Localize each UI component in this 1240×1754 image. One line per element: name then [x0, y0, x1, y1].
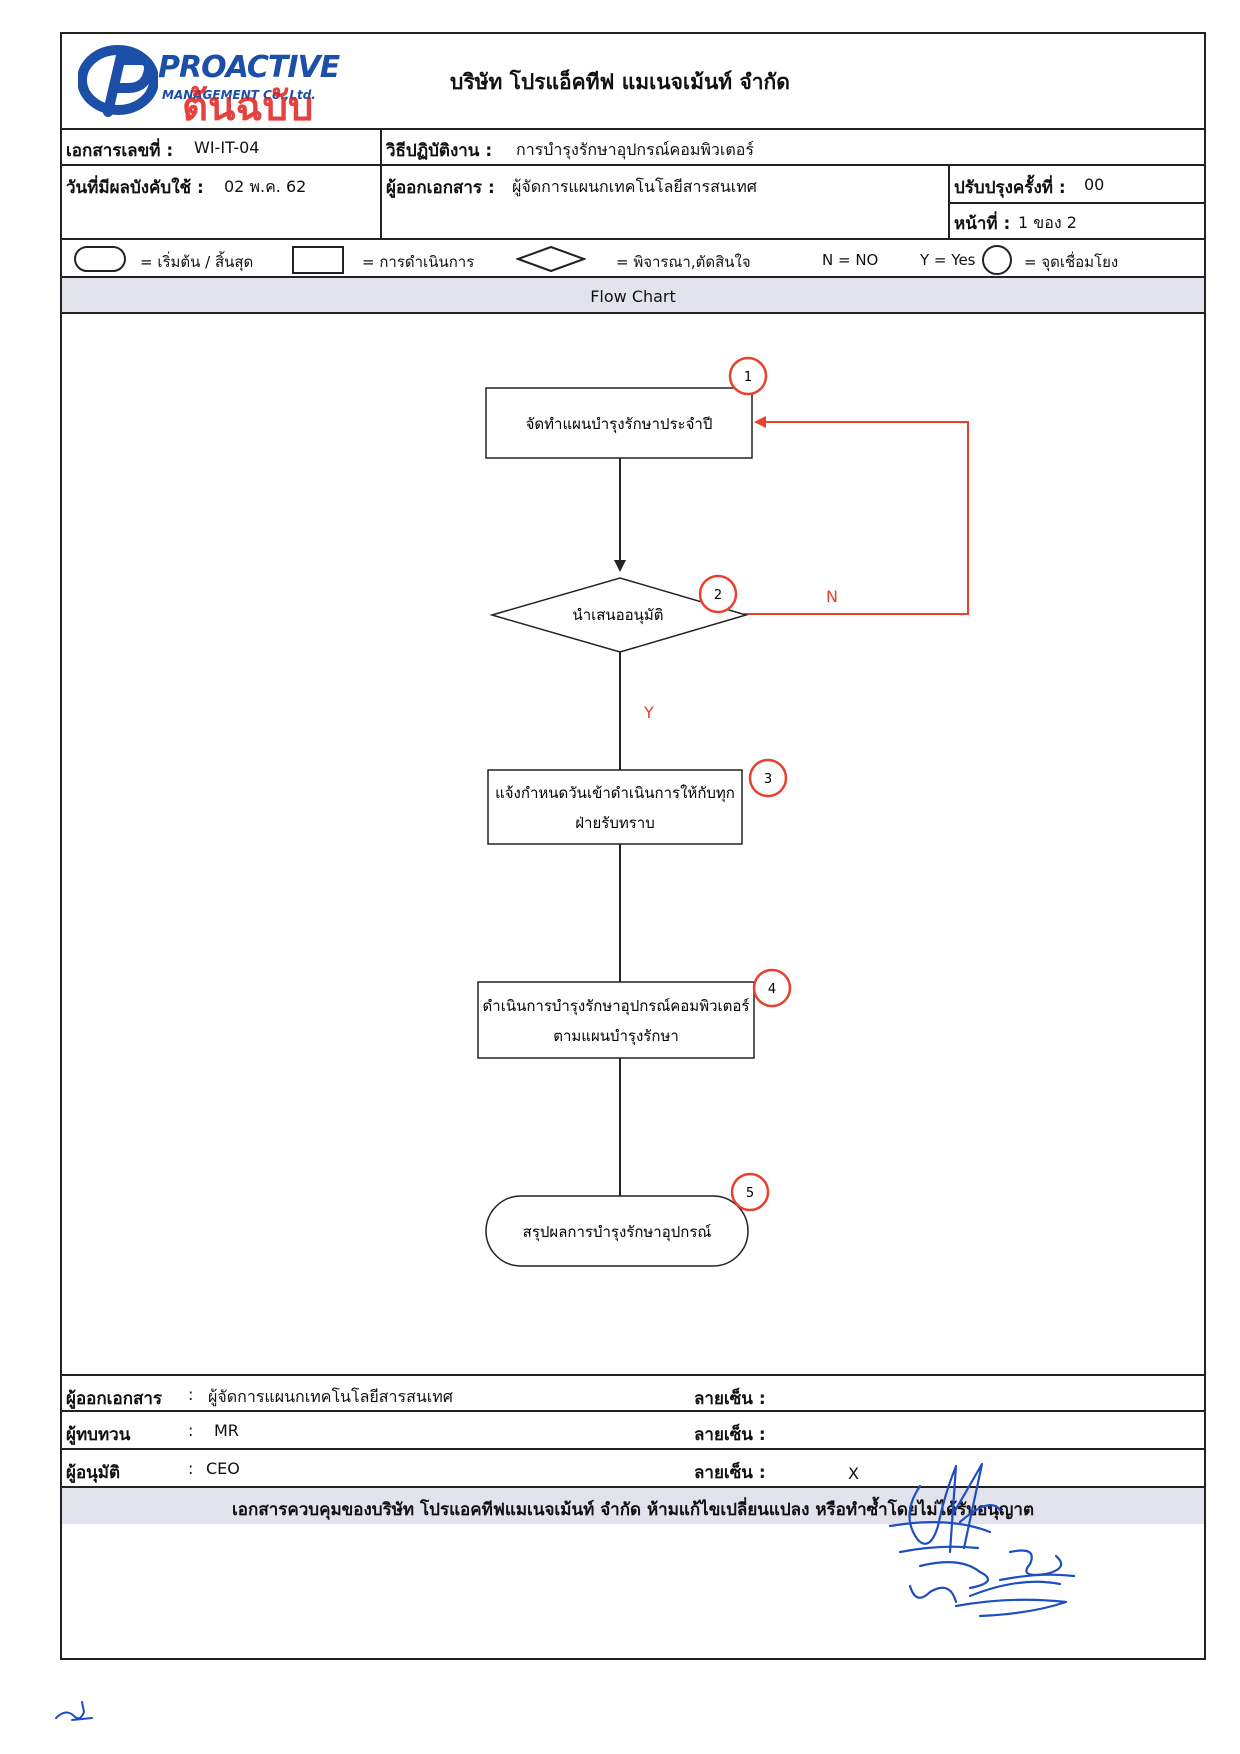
legend-no: N = NO	[822, 251, 879, 269]
step-4-number: 4	[768, 982, 776, 997]
logo-subtext: MANAGEMENT Co.,Ltd.	[162, 88, 316, 102]
signature-row-approver: ผู้อนุมัติ : CEO ลายเซ็น : X	[62, 1450, 1204, 1488]
sig-issuer-label: ผู้ออกเอกสาร	[66, 1389, 163, 1409]
loop-back-no	[744, 416, 969, 615]
flow-step-3: แจ้งกำหนดวันเข้าดำเนินการให้กับทุก ฝ่ายร…	[487, 758, 788, 845]
section-title: Flow Chart	[590, 287, 676, 306]
connector-shape-icon	[982, 245, 1012, 275]
procedure-value: การบำรุงรักษาอุปกรณ์คอมพิวเตอร์	[516, 140, 754, 159]
sig-approver-value: CEO	[206, 1459, 240, 1478]
reviewer-signature	[898, 1545, 1063, 1590]
sig-issuer-colon: :	[188, 1385, 194, 1404]
sig-issuer-value: ผู้จัดการแผนกเทคโนโลยีสารสนเทศ	[208, 1387, 453, 1406]
sig-reviewer-colon: :	[188, 1421, 194, 1440]
logo-text: PROACTIVE	[158, 50, 340, 85]
legend-yes: Y = Yes	[920, 251, 976, 269]
footer-band: เอกสารควบคุมของบริษัท โปรแอคทีฟแมเนจเม้น…	[62, 1488, 1204, 1524]
handwritten-signatures	[888, 1462, 1076, 1618]
terminator-shape-icon	[74, 246, 126, 272]
revision-value: 00	[1084, 175, 1105, 194]
step-5-text: สรุปผลการบำรุงรักษาอุปกรณ์	[523, 1223, 712, 1242]
signature-row-issuer: ผู้ออกเอกสาร : ผู้จัดการแผนกเทคโนโลยีสาร…	[62, 1374, 1204, 1412]
page-label: หน้าที่ :	[954, 214, 1011, 234]
revision-divider	[948, 202, 1204, 204]
company-logo: PROACTIVE MANAGEMENT Co.,Ltd. ต้นฉบับ	[74, 40, 374, 130]
sig-reviewer-value: MR	[214, 1421, 239, 1440]
legend-process: = การดำเนินการ	[362, 253, 475, 271]
step-5-number: 5	[746, 1186, 754, 1201]
flowchart: จัดทำแผนบำรุงรักษาประจำปี 1 นำเสนออนุมัต…	[477, 356, 969, 1267]
doc-no-label: เอกสารเลขที่ :	[66, 141, 174, 161]
sig-approver-sign-label: ลายเซ็น :	[694, 1463, 766, 1483]
flow-step-1: จัดทำแผนบำรุงรักษาประจำปี 1	[485, 356, 768, 459]
effective-date-value: 02 พ.ค. 62	[224, 177, 307, 196]
doc-no-value: WI-IT-04	[194, 138, 260, 157]
process-shape-icon	[292, 246, 344, 274]
original-stamp: ต้นฉบับ	[182, 84, 314, 130]
sig-reviewer-sign-label: ลายเซ็น :	[694, 1425, 766, 1445]
flow-step-5: สรุปผลการบำรุงรักษาอุปกรณ์ 5	[485, 1172, 770, 1267]
sig-approver-colon: :	[188, 1459, 194, 1478]
step-4-line-2: ตามแผนบำรุงรักษา	[553, 1027, 679, 1046]
step-1-text: จัดทำแผนบำรุงรักษาประจำปี	[526, 415, 713, 434]
label-yes: Y	[643, 703, 654, 722]
signature-row-reviewer: ผู้ทบทวน : MR ลายเซ็น :	[62, 1412, 1204, 1450]
step-1-number: 1	[744, 370, 752, 385]
header-row: PROACTIVE MANAGEMENT Co.,Ltd. ต้นฉบับ บร…	[62, 34, 1204, 130]
sig-issuer-sign-label: ลายเซ็น :	[694, 1389, 766, 1409]
flow-step-4: ดำเนินการบำรุงรักษาอุปกรณ์คอมพิวเตอร์ ตา…	[477, 968, 792, 1059]
document-frame: PROACTIVE MANAGEMENT Co.,Ltd. ต้นฉบับ บร…	[60, 32, 1206, 1660]
logo-mark-icon	[78, 45, 158, 117]
flow-step-2: นำเสนออนุมัติ 2	[489, 574, 749, 653]
step-3-number: 3	[764, 772, 772, 787]
procedure-label: วิธีปฏิบัติงาน :	[386, 141, 493, 161]
doc-info-row-2: วันที่มีผลบังคับใช้ : 02 พ.ค. 62 ผู้ออกเ…	[62, 166, 1204, 240]
step-3-line-2: ฝ่ายรับทราบ	[575, 814, 654, 832]
issuer-signature	[888, 1462, 1002, 1554]
effective-date-label: วันที่มีผลบังคับใช้ :	[66, 178, 204, 198]
label-no: N	[826, 587, 838, 606]
issuer-label: ผู้ออกเอกสาร :	[386, 178, 495, 198]
section-title-band: Flow Chart	[62, 278, 1204, 314]
revision-label: ปรับปรุงครั้งที่ :	[954, 178, 1066, 198]
legend-connector: = จุดเชื่อมโยง	[1024, 253, 1119, 271]
sig-x-mark: X	[848, 1464, 859, 1483]
step-2-number: 2	[714, 588, 722, 603]
step-3-line-1: แจ้งกำหนดวันเข้าดำเนินการให้กับทุก	[495, 784, 735, 803]
legend-start-end: = เริ่มต้น / สิ้นสุด	[140, 253, 254, 271]
step-2-text: นำเสนออนุมัติ	[572, 606, 663, 625]
footer-note: เอกสารควบคุมของบริษัท โปรแอคทีฟแมเนจเม้น…	[232, 1500, 1034, 1520]
divider	[380, 130, 382, 164]
doc-info-row-1: เอกสารเลขที่ : WI-IT-04 วิธีปฏิบัติงาน :…	[62, 130, 1204, 166]
sig-reviewer-label: ผู้ทบทวน	[66, 1425, 131, 1445]
divider	[380, 166, 382, 238]
page-value: 1 ของ 2	[1018, 213, 1077, 232]
decision-shape-icon	[516, 245, 586, 273]
handwritten-initial	[55, 1701, 93, 1721]
step-4-line-1: ดำเนินการบำรุงรักษาอุปกรณ์คอมพิวเตอร์	[483, 997, 750, 1016]
issuer-value: ผู้จัดการแผนกเทคโนโลยีสารสนเทศ	[512, 177, 757, 196]
company-name: บริษัท โปรแอ็คทีฟ แมเนจเม้นท์ จำกัด	[450, 70, 790, 94]
legend-decision: = พิจารณา,ตัดสินใจ	[616, 253, 751, 271]
sig-approver-label: ผู้อนุมัติ	[66, 1463, 121, 1483]
legend-row: = เริ่มต้น / สิ้นสุด = การดำเนินการ = พิ…	[62, 240, 1204, 278]
approver-signature	[908, 1573, 1076, 1618]
